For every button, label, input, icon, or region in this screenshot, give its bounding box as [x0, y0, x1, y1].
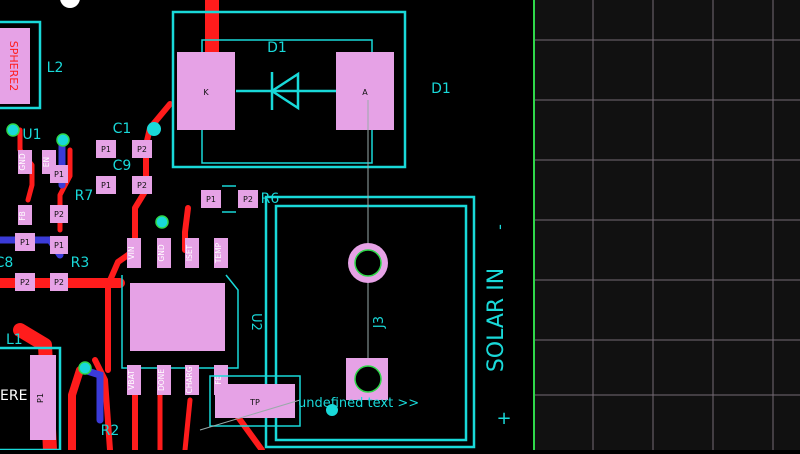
svg-text:L2: L2 — [47, 60, 64, 76]
svg-text:P1: P1 — [54, 241, 64, 250]
diode-d1[interactable]: K A D1 D1 — [171, 10, 451, 169]
svg-text:P2: P2 — [54, 278, 64, 287]
svg-text:P2: P2 — [137, 181, 147, 190]
svg-text:TP: TP — [249, 398, 260, 407]
svg-text:P1: P1 — [101, 145, 111, 154]
d1-side-label: D1 — [431, 81, 451, 97]
svg-text:C9: C9 — [113, 158, 132, 174]
svg-text:CHARG: CHARG — [185, 366, 194, 393]
svg-text:U1: U1 — [22, 127, 41, 143]
inductor-l1[interactable]: P1 L1 ERE — [0, 332, 62, 450]
via[interactable] — [147, 122, 161, 136]
svg-text:P1: P1 — [20, 238, 30, 247]
svg-text:SPHERE2: SPHERE2 — [7, 41, 20, 91]
grid-lines — [535, 0, 800, 450]
connector-j3[interactable]: J3 SOLAR IN - + — [264, 100, 512, 449]
svg-text:EN: EN — [42, 157, 51, 167]
svg-text:P1: P1 — [206, 195, 216, 204]
capacitor-c8[interactable]: P1 P2 C8 — [0, 233, 35, 291]
svg-text:DONE: DONE — [157, 369, 166, 391]
vias — [6, 0, 169, 375]
svg-text:P2: P2 — [20, 278, 30, 287]
svg-text:GND: GND — [157, 244, 166, 261]
svg-text:R7: R7 — [75, 188, 94, 204]
inductor-l2[interactable]: SPHERE2 L2 — [0, 20, 64, 110]
svg-text:P1: P1 — [101, 181, 111, 190]
svg-text:C1: C1 — [113, 121, 132, 137]
resistor-r7[interactable]: P1 P2 R7 — [50, 165, 93, 223]
svg-text:C8: C8 — [0, 255, 13, 271]
svg-text:ISET: ISET — [185, 244, 194, 261]
svg-text:L1: L1 — [6, 332, 23, 348]
svg-text:P1: P1 — [36, 393, 45, 403]
capacitor-c1[interactable]: P1 P2 C1 — [96, 121, 152, 158]
floating-text[interactable]: undefined text >> — [298, 396, 419, 411]
svg-text:R3: R3 — [71, 255, 90, 271]
test-pad[interactable]: TP — [199, 375, 301, 431]
svg-text:GND: GND — [18, 153, 27, 170]
svg-text:FB: FB — [214, 375, 223, 384]
j3-ref-label: J3 — [372, 316, 387, 329]
plus-label: + — [496, 408, 511, 429]
svg-text:VIN: VIN — [127, 247, 136, 260]
svg-text:P1: P1 — [54, 170, 64, 179]
chip-u2[interactable]: VIN GND ISET TEMP VBAT DONE CHARG FB U2 — [121, 238, 263, 395]
via[interactable] — [326, 404, 338, 416]
u2-ref-label: U2 — [248, 313, 263, 331]
capacitor-c9[interactable]: P1 P2 C9 — [96, 158, 152, 194]
svg-text:ERE: ERE — [0, 388, 27, 404]
solar-in-label: SOLAR IN — [484, 268, 509, 372]
r2-ref-label: R2 — [101, 423, 120, 439]
d1-ref-label: D1 — [267, 40, 287, 56]
svg-text:P2: P2 — [54, 210, 64, 219]
svg-text:P2: P2 — [137, 145, 147, 154]
grid-panel[interactable] — [533, 0, 800, 450]
svg-text:VBAT: VBAT — [127, 370, 136, 390]
svg-text:R6: R6 — [261, 191, 280, 207]
minus-label: - — [490, 224, 509, 230]
svg-text:K: K — [203, 88, 209, 97]
svg-text:A: A — [362, 88, 368, 97]
svg-text:P2: P2 — [243, 195, 253, 204]
svg-text:TEMP: TEMP — [214, 242, 223, 264]
svg-text:FB: FB — [18, 211, 27, 220]
resistor-r3[interactable]: P1 P2 R3 — [50, 236, 89, 291]
resistor-r6[interactable]: P1 P2 R6 — [201, 185, 280, 213]
